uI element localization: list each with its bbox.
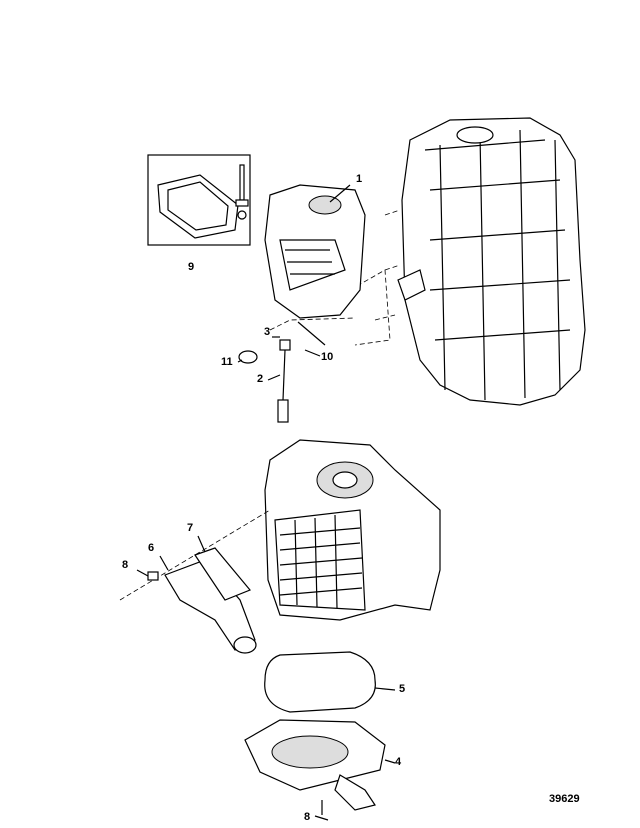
gasket-kit-inset [147, 154, 251, 246]
callout-1: 1 [356, 173, 363, 185]
callout-9: 9 [188, 261, 195, 273]
bottom-housing [244, 719, 386, 811]
engine-block [397, 117, 586, 406]
figure-number: 39629 [549, 793, 580, 805]
intake-elbow [164, 547, 257, 654]
gasket [264, 651, 376, 713]
supercharger-upper [264, 184, 366, 319]
supercharger-lower [264, 439, 441, 621]
callout-8-lower: 8 [304, 811, 311, 823]
callout-6: 6 [148, 542, 155, 554]
callout-8-upper: 8 [122, 559, 129, 571]
callout-2: 2 [257, 373, 264, 385]
callout-11: 11 [221, 356, 233, 368]
callout-3: 3 [264, 326, 271, 338]
callout-10: 10 [321, 351, 334, 363]
callout-4: 4 [395, 756, 402, 768]
callout-7: 7 [187, 522, 194, 534]
callout-5: 5 [399, 683, 406, 695]
